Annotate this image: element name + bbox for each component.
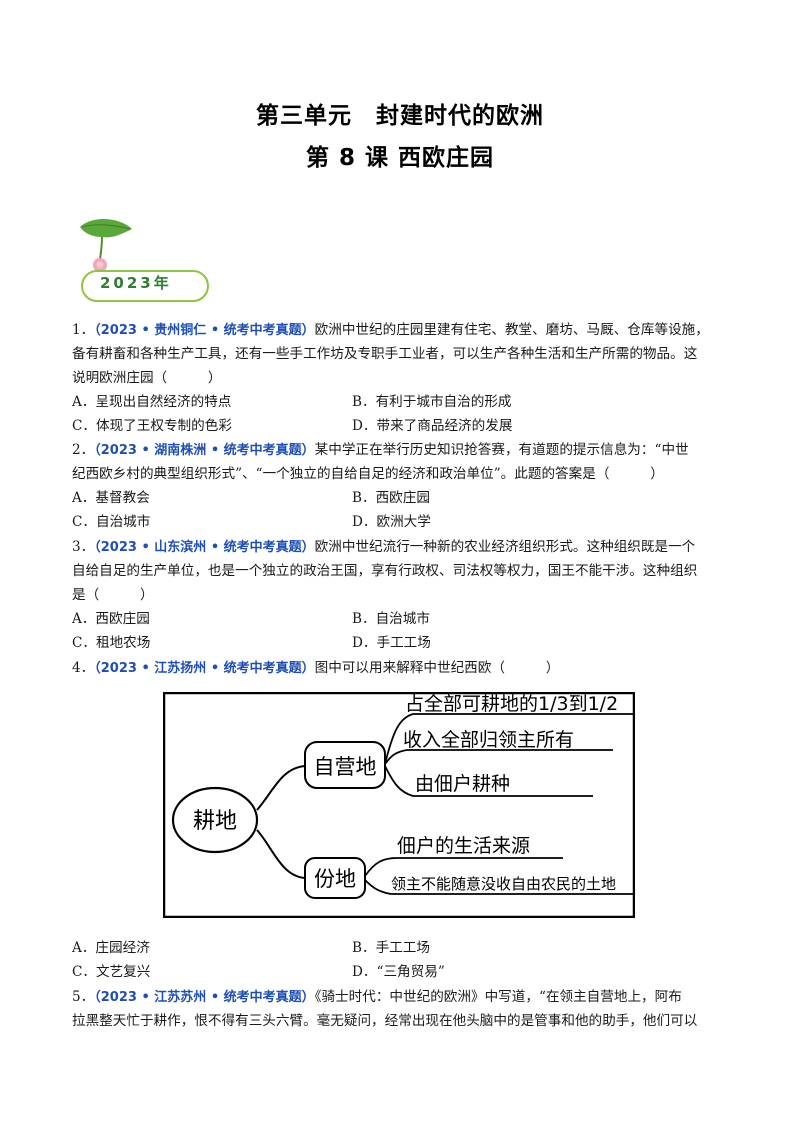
- question-3-line-3: 是（ ）: [72, 587, 154, 603]
- question-1-line-2: 备有耕畜和各种生产工具，还有一些手工作坊及专职手工业者，可以生产各种生活和生产所…: [72, 346, 698, 362]
- q4-option-a: A．庄园经济: [72, 940, 150, 956]
- question-4: 4．（2023 • 江苏扬州 • 统考中考真题）图中可以用来解释中世纪西欧（ ）: [72, 660, 560, 676]
- q1-option-a: A．呈现出自然经济的特点: [72, 394, 232, 410]
- q3-option-c: C．租地农场: [72, 635, 151, 651]
- q1-option-d: D．带来了商品经济的发展: [352, 418, 513, 434]
- diagram-frame: [163, 692, 635, 918]
- demesne-item-1: 占全部可耕地的1/3到1/2: [405, 693, 618, 715]
- root-label: 耕地: [193, 809, 237, 834]
- question-3: 3．（2023 • 山东滨州 • 统考中考真题）欧洲中世纪流行一种新的农业经济组…: [72, 539, 696, 555]
- branch-label-holding: 份地: [314, 867, 356, 891]
- unit-title: 第三单元 封建时代的欧洲: [256, 103, 544, 129]
- q4-option-b: B．手工工场: [352, 940, 430, 956]
- q1-option-c: C．体现了王权专制的色彩: [72, 418, 232, 434]
- demesne-item-3: 由佃户耕种: [415, 773, 510, 795]
- question-5-line-2: 拉黑整天忙于耕作，恨不得有三头六臂。毫无疑问，经常出现在他头脑中的是管事和他的助…: [72, 1013, 698, 1029]
- question-5: 5．（2023 • 江苏苏州 • 统考中考真题）《骑士时代：中世纪的欧洲》中写道…: [72, 989, 682, 1005]
- land-mind-map-diagram: 耕地 自营地 占全部可耕地的1/3到1/2 收入全部归领主所有 由佃户耕种 份地…: [163, 692, 635, 918]
- question-2-line-2: 纪西欧乡村的典型组织形式”、“一个独立的自给自足的经济和政治单位”。此题的答案是…: [72, 466, 664, 482]
- connector-upper: [256, 765, 306, 811]
- q3-option-b: B．自治城市: [352, 611, 430, 627]
- lotus-leaf-icon: [80, 218, 209, 302]
- branch-node-demesne: [304, 741, 386, 789]
- question-source: （2023 • 湖南株洲 • 统考中考真题）: [94, 443, 315, 458]
- root-node: [171, 786, 259, 854]
- q2-option-b: B．西欧庄园: [352, 490, 430, 506]
- holding-item-1: 佃户的生活来源: [397, 835, 530, 857]
- q4-option-d: D．“三角贸易”: [352, 964, 445, 980]
- question-source: （2023 • 江苏苏州 • 统考中考真题）: [94, 990, 315, 1005]
- q2-option-d: D．欧洲大学: [352, 514, 431, 530]
- question-source: （2023 • 山东滨州 • 统考中考真题）: [94, 540, 315, 555]
- demesne-item-2: 收入全部归领主所有: [403, 729, 574, 751]
- question-2: 2．（2023 • 湖南株洲 • 统考中考真题）某中学正在举行历史知识抢答赛，有…: [72, 442, 689, 458]
- holding-item-2: 领主不能随意没收自由农民的土地: [391, 875, 616, 893]
- lesson-title: 第 8 课 西欧庄园: [305, 145, 495, 171]
- connector-lower: [256, 829, 306, 879]
- question-1: 1．（2023 • 贵州铜仁 • 统考中考真题）欧洲中世纪的庄园里建有住宅、教堂…: [72, 322, 709, 338]
- branch-label-demesne: 自营地: [314, 755, 377, 779]
- year-badge-label: 2023年: [100, 274, 172, 292]
- q3-option-a: A．西欧庄园: [72, 611, 150, 627]
- question-source: （2023 • 贵州铜仁 • 统考中考真题）: [94, 323, 315, 338]
- question-3-line-2: 自给自足的生产单位，也是一个独立的政治王国，享有行政权、司法权等权力，国王不能干…: [72, 563, 698, 579]
- q2-option-a: A．基督教会: [72, 490, 150, 506]
- q2-option-c: C．自治城市: [72, 514, 151, 530]
- q4-option-c: C．文艺复兴: [72, 964, 151, 980]
- branch-node-holding: [304, 857, 366, 899]
- q1-option-b: B．有利于城市自治的形成: [352, 394, 512, 410]
- question-1-line-3: 说明欧洲庄园（ ）: [72, 370, 222, 386]
- question-source: （2023 • 江苏扬州 • 统考中考真题）: [94, 661, 315, 676]
- q3-option-d: D．手工工场: [352, 635, 431, 651]
